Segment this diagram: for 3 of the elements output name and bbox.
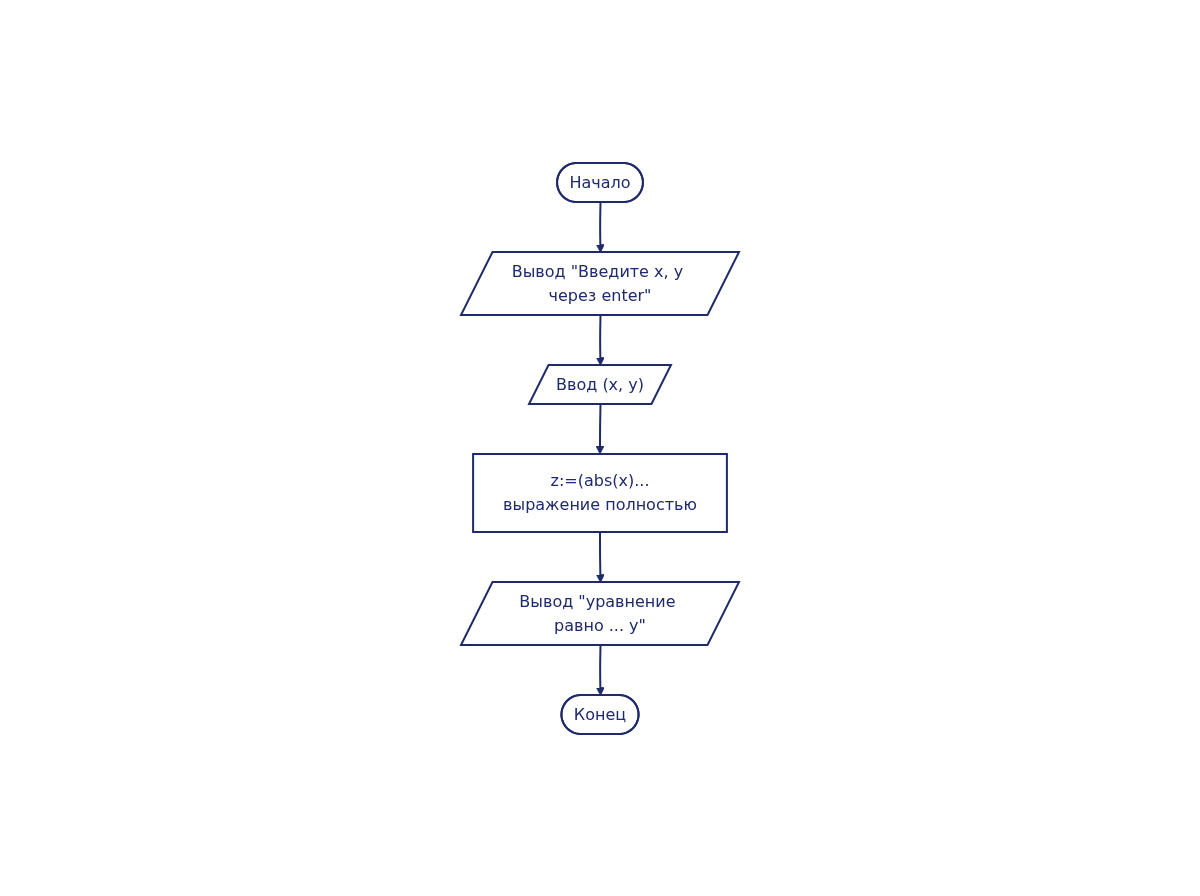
arrow [595,403,605,454]
arrow [595,644,605,696]
node-box: z:=(abs(x)... выражение полностью [472,452,728,533]
